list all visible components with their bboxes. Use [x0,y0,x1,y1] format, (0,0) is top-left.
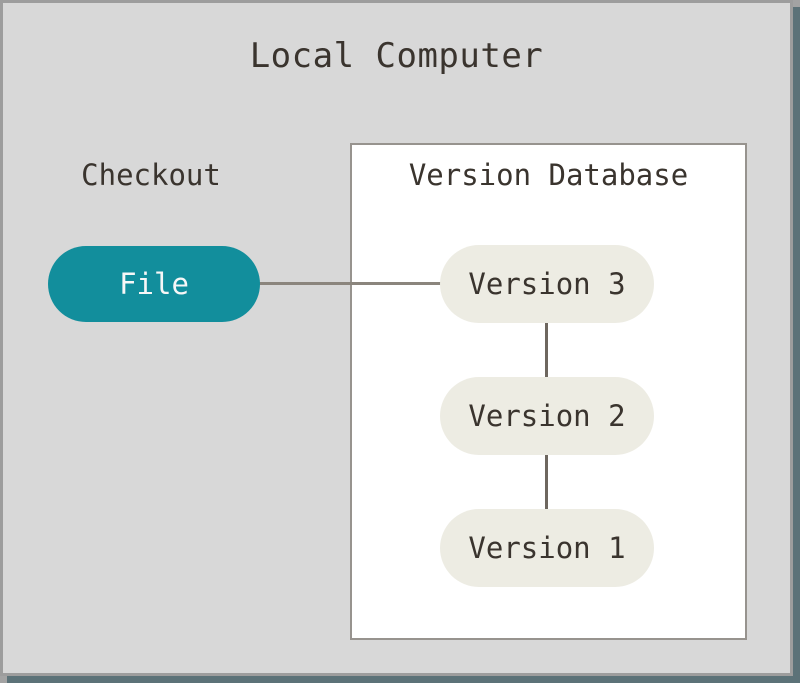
diagram-title: Local Computer [249,36,544,76]
connector-file-to-version3 [258,282,442,285]
checkout-label: Checkout [81,158,221,192]
connector-version3-to-version2 [545,323,548,378]
version-node-1: Version 1 [440,509,654,587]
file-node: File [48,246,260,322]
version-database-title: Version Database [408,158,689,192]
version-node-3: Version 3 [440,245,654,323]
version-node-2: Version 2 [440,377,654,455]
connector-version2-to-version1 [545,455,548,510]
